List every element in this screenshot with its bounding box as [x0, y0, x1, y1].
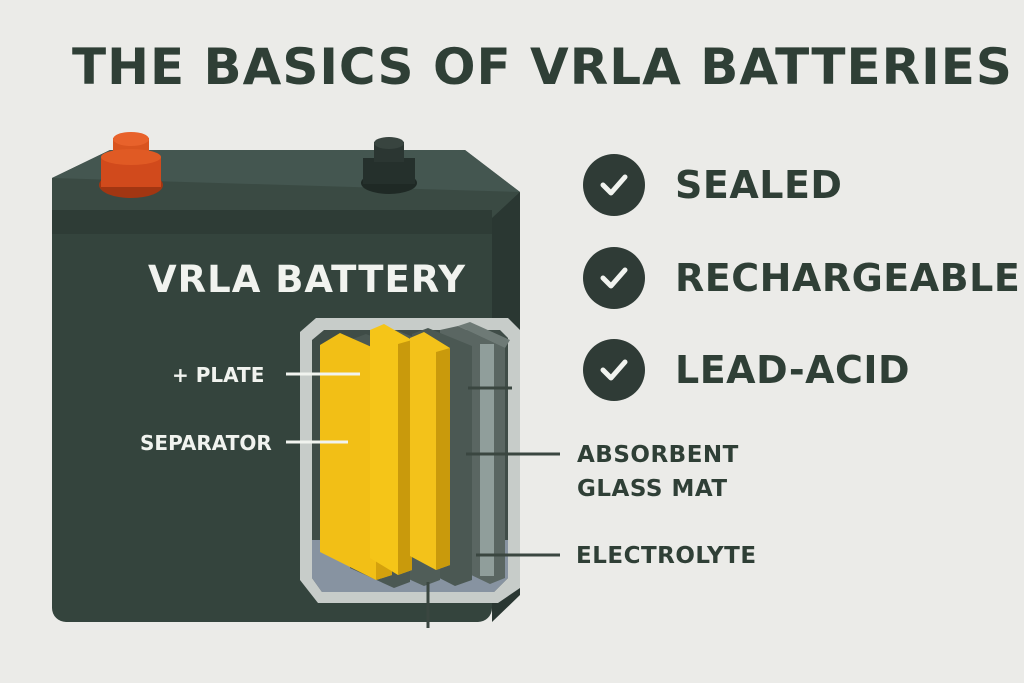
absorbent-callout-line1: ABSORBENT: [577, 442, 739, 468]
cell-plates: [320, 322, 510, 588]
electrolyte-callout: ELECTROLYTE: [576, 543, 757, 569]
absorbent-callout-line2: GLASS MAT: [577, 476, 728, 502]
feature-label: RECHARGEABLE: [675, 256, 1021, 300]
feature-rechargeable: RECHARGEABLE: [583, 247, 1020, 309]
callout-lines: [286, 372, 360, 444]
glass-mat: [480, 344, 494, 576]
plate-yellow-3: [410, 332, 450, 570]
page-title: THE BASICS OF VRLA BATTERIES: [72, 38, 1013, 96]
feature-label: LEAD-ACID: [675, 348, 911, 392]
check-icon: [583, 247, 645, 309]
absorbent-glass-mat-callout: ABSORBENT GLASS MAT: [577, 438, 739, 506]
feature-label: SEALED: [675, 163, 843, 207]
battery-rim: [52, 210, 492, 234]
negative-terminal-icon: [361, 137, 417, 194]
separator-callout: SEPARATOR: [140, 431, 272, 455]
check-icon: [583, 339, 645, 401]
feature-sealed: SEALED: [583, 154, 842, 216]
battery-label: VRLA BATTERY: [148, 258, 467, 301]
check-icon: [583, 154, 645, 216]
callout-lines-outside: [426, 386, 560, 628]
feature-lead-acid: LEAD-ACID: [583, 339, 910, 401]
plate-yellow-2: [370, 324, 412, 575]
positive-terminal-icon: [99, 132, 163, 198]
plate-callout: + PLATE: [172, 363, 265, 387]
